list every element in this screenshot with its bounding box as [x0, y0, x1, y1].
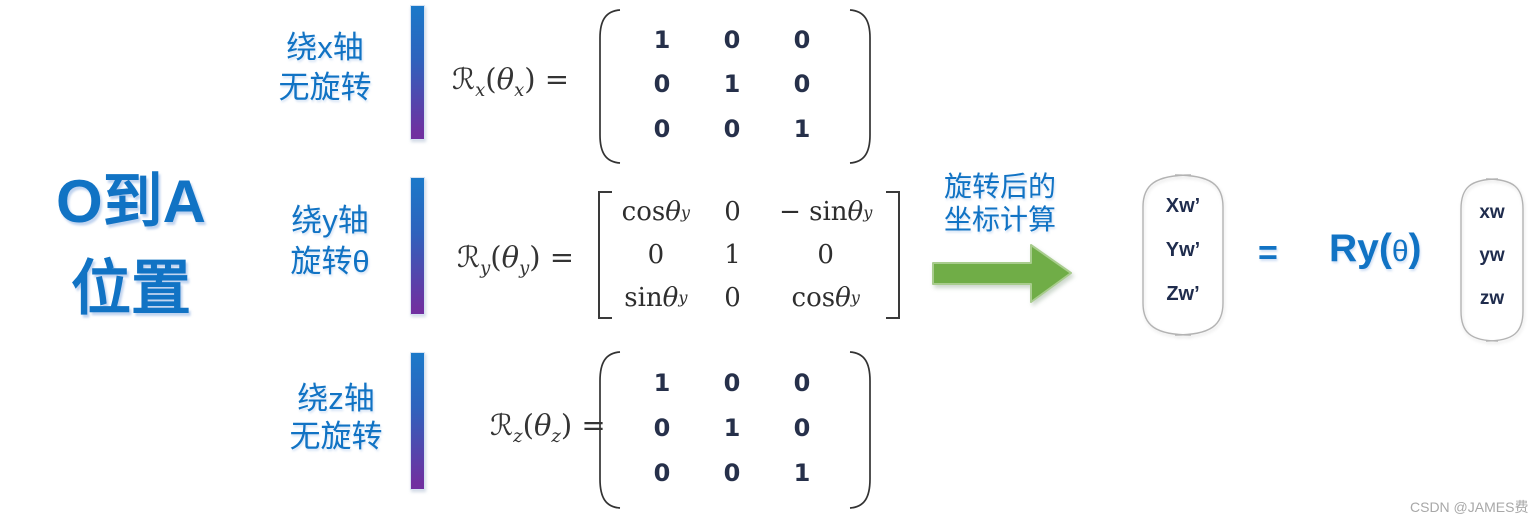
matrix-cell: 0 — [793, 26, 811, 55]
matrix-cell: 0 — [723, 459, 741, 488]
matrix-rz: 1 0 0 0 1 0 0 0 1 — [593, 348, 877, 512]
matrix-cell: 0 — [647, 239, 665, 270]
matrix-cell: 1 — [653, 26, 671, 55]
matrix-cell: 0 — [653, 114, 671, 143]
vector-entry: zw — [1479, 287, 1505, 309]
matrix-cell: 0 — [653, 70, 671, 99]
vector-entry: xw — [1479, 202, 1505, 224]
vector-brackets-icon — [1142, 174, 1224, 336]
input-vector: xw yw zw — [1452, 176, 1532, 344]
gradient-divider-bar — [410, 5, 425, 140]
row-x-label: 绕x轴 无旋转 — [245, 28, 405, 108]
arrow-caption: 旋转后的 坐标计算 — [920, 170, 1080, 236]
arrow-caption-line1: 旋转后的 — [943, 171, 1056, 202]
row-z-label-line2: 无旋转 — [289, 419, 383, 454]
matrix-cell: 0 — [653, 413, 671, 442]
round-bracket-right-icon — [849, 9, 871, 164]
matrix-rx: 1 0 0 0 1 0 0 0 1 — [593, 6, 877, 167]
vector-brackets-icon — [1460, 178, 1524, 342]
rotation-operator-suffix: ) — [1408, 227, 1422, 270]
row-z-label: 绕z轴 无旋转 — [256, 380, 416, 456]
vector-entry: Yw’ — [1165, 238, 1201, 261]
page-title: O到A 位置 — [25, 158, 237, 332]
matrix-cell: 0 — [724, 197, 741, 228]
vector-entry: yw — [1479, 244, 1505, 266]
equals-sign: = — [1258, 234, 1278, 272]
row-z-label-line1: 绕z轴 — [297, 381, 375, 416]
matrix-rx-cells: 1 0 0 0 1 0 0 0 1 — [627, 18, 837, 151]
output-vector: Xw’ Yw’ Zw’ — [1133, 172, 1233, 338]
matrix-cell: 1 — [653, 368, 671, 397]
square-bracket-right-icon — [886, 191, 900, 319]
right-arrow-icon — [932, 244, 1072, 303]
arrow-caption-line2: 坐标计算 — [943, 204, 1056, 235]
matrix-cell: 0 — [793, 70, 811, 99]
round-bracket-left-icon — [599, 9, 621, 164]
matrix-rz-cells: 1 0 0 0 1 0 0 0 1 — [627, 360, 837, 496]
theta-symbol: θ — [1391, 235, 1409, 268]
matrix-cell: 0 — [817, 239, 834, 270]
vector-entry: Xw’ — [1165, 194, 1201, 217]
round-bracket-left-icon — [599, 351, 621, 509]
rotation-operator-prefix: Ry( — [1329, 227, 1392, 270]
equation-rz: ℛz(θz) = — [490, 408, 606, 447]
matrix-cell: 0 — [653, 459, 671, 488]
matrix-cell: 1 — [793, 459, 811, 488]
matrix-cell: 0 — [724, 282, 741, 313]
matrix-cell: 0 — [793, 368, 811, 397]
square-bracket-left-icon — [598, 191, 612, 319]
matrix-cell: 1 — [723, 70, 741, 99]
vector-entry: Zw’ — [1166, 282, 1200, 305]
matrix-cell: 1 — [793, 114, 811, 143]
row-y-label-line1: 绕y轴 — [291, 203, 369, 238]
row-x-label-line2: 无旋转 — [278, 70, 372, 105]
watermark: CSDN @JAMES费 — [1410, 499, 1529, 515]
equation-ry: ℛy(θy) = — [457, 240, 575, 279]
row-x-label-line1: 绕x轴 — [286, 30, 364, 65]
gradient-divider-bar — [410, 177, 425, 315]
row-y-label: 绕y轴 旋转θ — [250, 200, 410, 282]
round-bracket-right-icon — [849, 351, 871, 509]
input-vector-entries: xw yw zw — [1452, 192, 1532, 320]
matrix-cell: 0 — [723, 26, 741, 55]
gradient-divider-bar — [410, 352, 425, 490]
matrix-cell: 0 — [723, 368, 741, 397]
equation-rx: ℛx(θx) = — [452, 62, 570, 101]
matrix-cell: 1 — [723, 413, 741, 442]
matrix-cell: 0 — [793, 413, 811, 442]
matrix-cell: 1 — [724, 239, 741, 270]
matrix-cell: 0 — [723, 114, 741, 143]
page-title-line2: 位置 — [71, 255, 191, 322]
rotation-operator: Ry(θ) — [1329, 227, 1422, 271]
output-vector-entries: Xw’ Yw’ Zw’ — [1133, 184, 1233, 316]
page-title-line1: O到A — [56, 168, 206, 235]
row-y-label-line2: 旋转θ — [290, 244, 370, 279]
